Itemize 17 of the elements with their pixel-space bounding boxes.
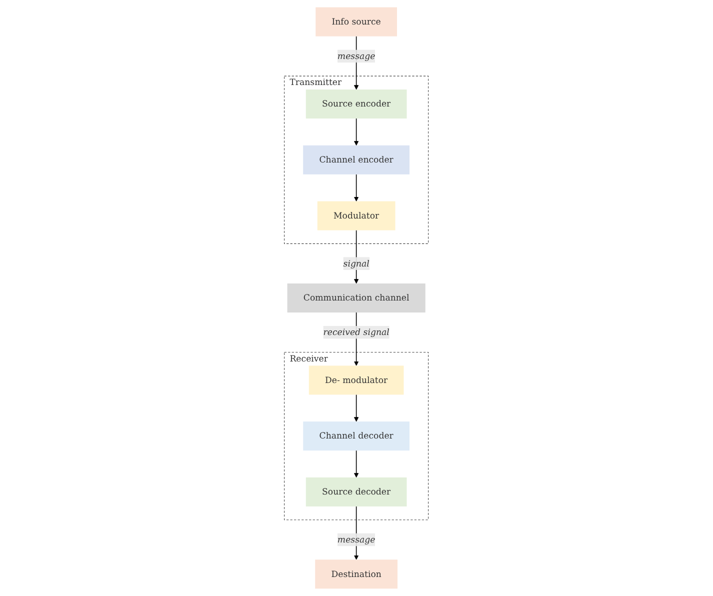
edge-label: received signal — [323, 326, 390, 339]
edge-label: signal — [343, 257, 370, 270]
process-box: Modulator — [318, 201, 396, 230]
process-box: Communication channel — [287, 284, 426, 312]
arrow — [354, 394, 359, 422]
arrow — [354, 174, 359, 202]
process-box: Source encoder — [306, 90, 407, 119]
arrow — [354, 450, 359, 478]
process-box: Source decoder — [306, 477, 407, 506]
edge-label: message — [338, 533, 376, 546]
arrow — [354, 118, 359, 146]
process-box: De- modulator — [309, 366, 404, 395]
process-box: Channel decoder — [303, 422, 410, 451]
process-box: Info source — [316, 7, 398, 36]
edge-label: message — [338, 50, 376, 63]
process-box: Channel encoder — [303, 145, 410, 174]
process-box: Destination — [315, 560, 398, 589]
